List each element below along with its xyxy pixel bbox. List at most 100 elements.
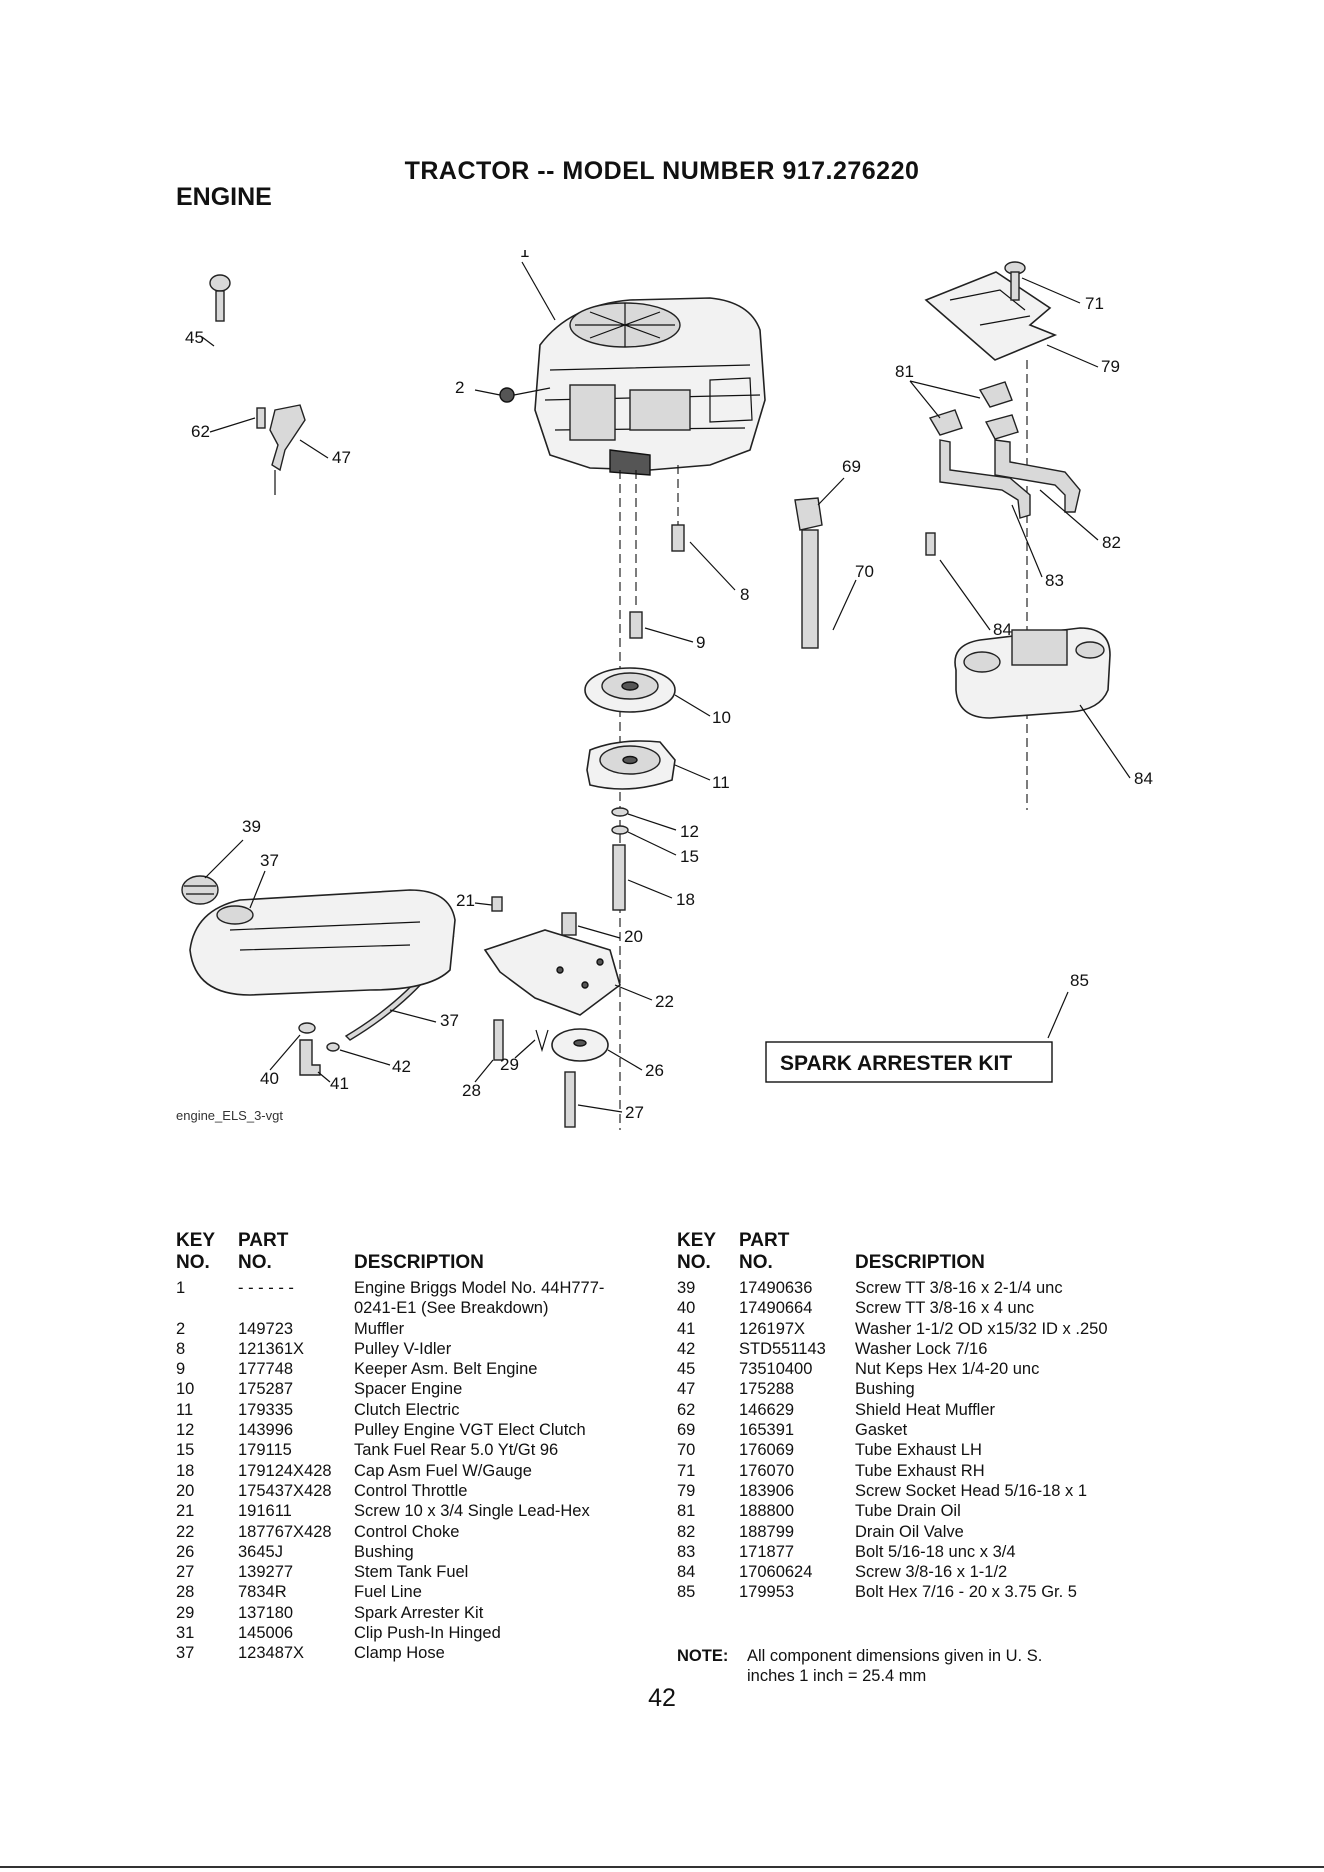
callout-28: 37 <box>440 1011 459 1030</box>
part-number: 177748 <box>238 1360 294 1379</box>
part-description: Clip Push-In Hinged <box>354 1623 684 1643</box>
key-number: 1 <box>176 1279 186 1297</box>
callout-31: 29 <box>500 1055 519 1074</box>
key-number: 9 <box>176 1360 186 1379</box>
part-number: 176069 <box>739 1441 795 1460</box>
key-number: 21 <box>176 1502 195 1521</box>
part-number: 188799 <box>739 1522 795 1541</box>
table-row: 10 175287 Spacer Engine <box>176 1379 656 1399</box>
part-description: Fuel Line <box>354 1582 684 1602</box>
part-description: Stem Tank Fuel <box>354 1562 684 1582</box>
table-header: KEY NO. PART NO. DESCRIPTION <box>677 1230 1157 1278</box>
callout-20: 47 <box>332 448 351 467</box>
callout-84b: 9 <box>696 633 705 652</box>
key-number: 41 <box>677 1319 696 1338</box>
note-line: All component dimensions given in U. S. <box>747 1647 1043 1665</box>
note-line: inches 1 inch = 25.4 mm <box>747 1667 927 1685</box>
part-number: 183906 <box>739 1481 795 1500</box>
description-line: Clip Push-In Hinged <box>354 1624 501 1643</box>
callout-27: 41 <box>330 1074 349 1093</box>
description-line: Spacer Engine <box>354 1380 463 1399</box>
key-number: 82 <box>677 1522 696 1541</box>
part-description: Washer Lock 7/16 <box>855 1339 1185 1359</box>
key-number: 12 <box>176 1421 195 1440</box>
diagram-caption: engine_ELS_3-vgt <box>176 1108 283 1123</box>
part-description: Pulley V-Idler <box>354 1339 684 1359</box>
key-number: 37 <box>176 1644 195 1663</box>
key-number: 83 <box>677 1542 696 1561</box>
engine-illustration <box>534 297 766 476</box>
part-number: STD551143 <box>739 1339 826 1358</box>
key-header-line1: KEY <box>176 1230 216 1251</box>
callout-22: 45 <box>185 328 204 347</box>
part-number: 179953 <box>739 1583 795 1602</box>
description-line: Keeper Asm. Belt Engine <box>354 1360 538 1379</box>
part-number: 176070 <box>739 1461 795 1480</box>
key-number: 71 <box>677 1461 696 1480</box>
description-line: Control Throttle <box>354 1481 468 1500</box>
part-description: Bolt Hex 7/16 - 20 x 3.75 Gr. 5 <box>855 1582 1185 1602</box>
description-line: Nut Keps Hex 1/4-20 unc <box>855 1360 1040 1379</box>
description-line: Tube Drain Oil <box>855 1502 961 1521</box>
callout-82: 69 <box>842 457 861 476</box>
key-number: 85 <box>677 1583 696 1602</box>
table-row: 9 177748 Keeper Asm. Belt Engine <box>176 1359 656 1379</box>
description-line: Tube Exhaust RH <box>855 1461 985 1480</box>
description-line: Bushing <box>354 1542 414 1561</box>
key-number: 2 <box>176 1319 186 1338</box>
description-line: Pulley V-Idler <box>354 1339 452 1358</box>
part-number: 165391 <box>739 1421 795 1440</box>
description-line: Screw 10 x 3/4 Single Lead-Hex <box>354 1502 590 1521</box>
part-number: 175288 <box>739 1380 795 1399</box>
part-description: Tank Fuel Rear 5.0 Yt/Gt 96 <box>354 1440 684 1460</box>
description-line: Bushing <box>855 1380 915 1399</box>
part-description: Pulley Engine VGT Elect Clutch <box>354 1420 684 1440</box>
callout-2: 84 <box>1134 769 1153 788</box>
callout-84a: 8 <box>740 585 749 604</box>
table-row: 82 188799 Drain Oil Valve <box>677 1522 1157 1542</box>
description-line: Muffler <box>354 1319 405 1338</box>
key-number: 70 <box>677 1441 696 1460</box>
key-number: 40 <box>677 1299 696 1318</box>
page-number: 42 <box>648 1684 676 1712</box>
description-line: Cap Asm Fuel W/Gauge <box>354 1461 532 1480</box>
bottom-rule <box>0 1866 1324 1868</box>
description-line: Engine Briggs Model No. 44H777- <box>354 1279 605 1297</box>
part-description: Tube Exhaust RH <box>855 1461 1185 1481</box>
key-number: 10 <box>176 1380 195 1399</box>
part-description: Tube Exhaust LH <box>855 1440 1185 1460</box>
callout-8: 26 <box>645 1061 664 1080</box>
description-line: Drain Oil Valve <box>855 1522 964 1541</box>
description-line: Screw TT 3/8-16 x 2-1/4 unc <box>855 1279 1063 1297</box>
table-header: KEY NO. PART NO. DESCRIPTION <box>176 1230 656 1278</box>
description-line: Screw TT 3/8-16 x 4 unc <box>855 1299 1035 1318</box>
spark-arrester-kit-label: SPARK ARRESTER KIT <box>780 1052 1012 1075</box>
description-line: Spark Arrester Kit <box>354 1603 484 1622</box>
table-body: 1- - - - - -Engine Briggs Model No. 44H7… <box>176 1278 656 1664</box>
part-number: 175287 <box>238 1380 294 1399</box>
callout-42: 15 <box>680 847 699 866</box>
key-number: 26 <box>176 1542 195 1561</box>
description-header: DESCRIPTION <box>855 1252 985 1273</box>
key-header-line1: KEY <box>677 1230 717 1251</box>
key-number: 11 <box>176 1400 194 1419</box>
callout-41: 12 <box>680 822 699 841</box>
